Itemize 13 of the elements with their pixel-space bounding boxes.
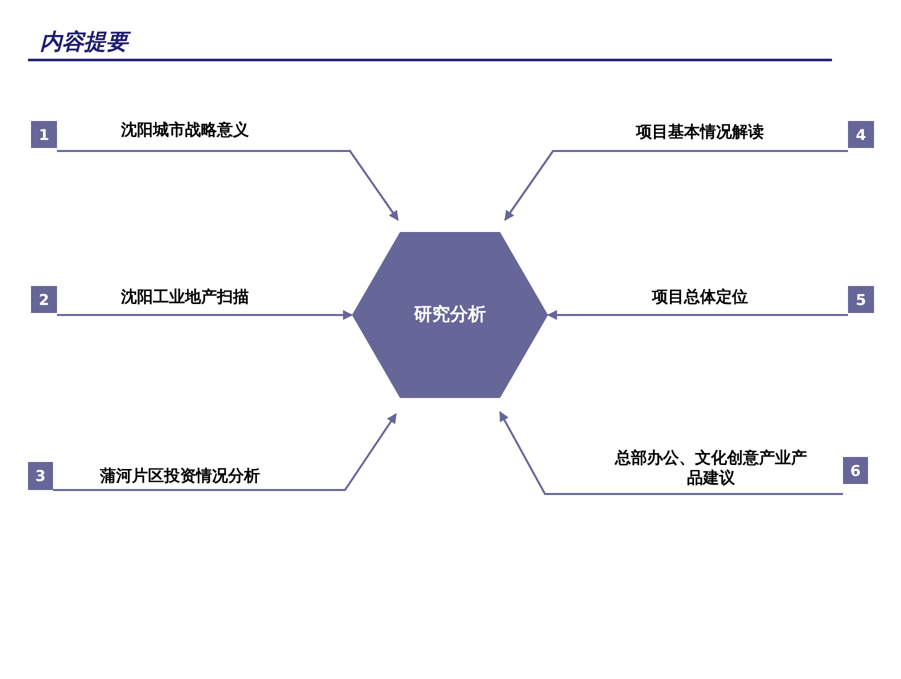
arrow bbox=[57, 310, 353, 320]
arrow bbox=[547, 310, 848, 320]
number-badge: 4 bbox=[848, 121, 874, 148]
arrow bbox=[504, 150, 848, 221]
number-badge: 3 bbox=[28, 462, 53, 490]
arrow bbox=[57, 150, 399, 221]
hexagon: 研究分析 bbox=[352, 232, 548, 398]
arrow bbox=[499, 411, 843, 495]
number-badge: 6 bbox=[843, 457, 868, 484]
number-badge: 5 bbox=[848, 286, 874, 313]
number-badge: 1 bbox=[31, 121, 57, 148]
arrow bbox=[53, 413, 397, 491]
number-badge: 2 bbox=[31, 286, 57, 313]
